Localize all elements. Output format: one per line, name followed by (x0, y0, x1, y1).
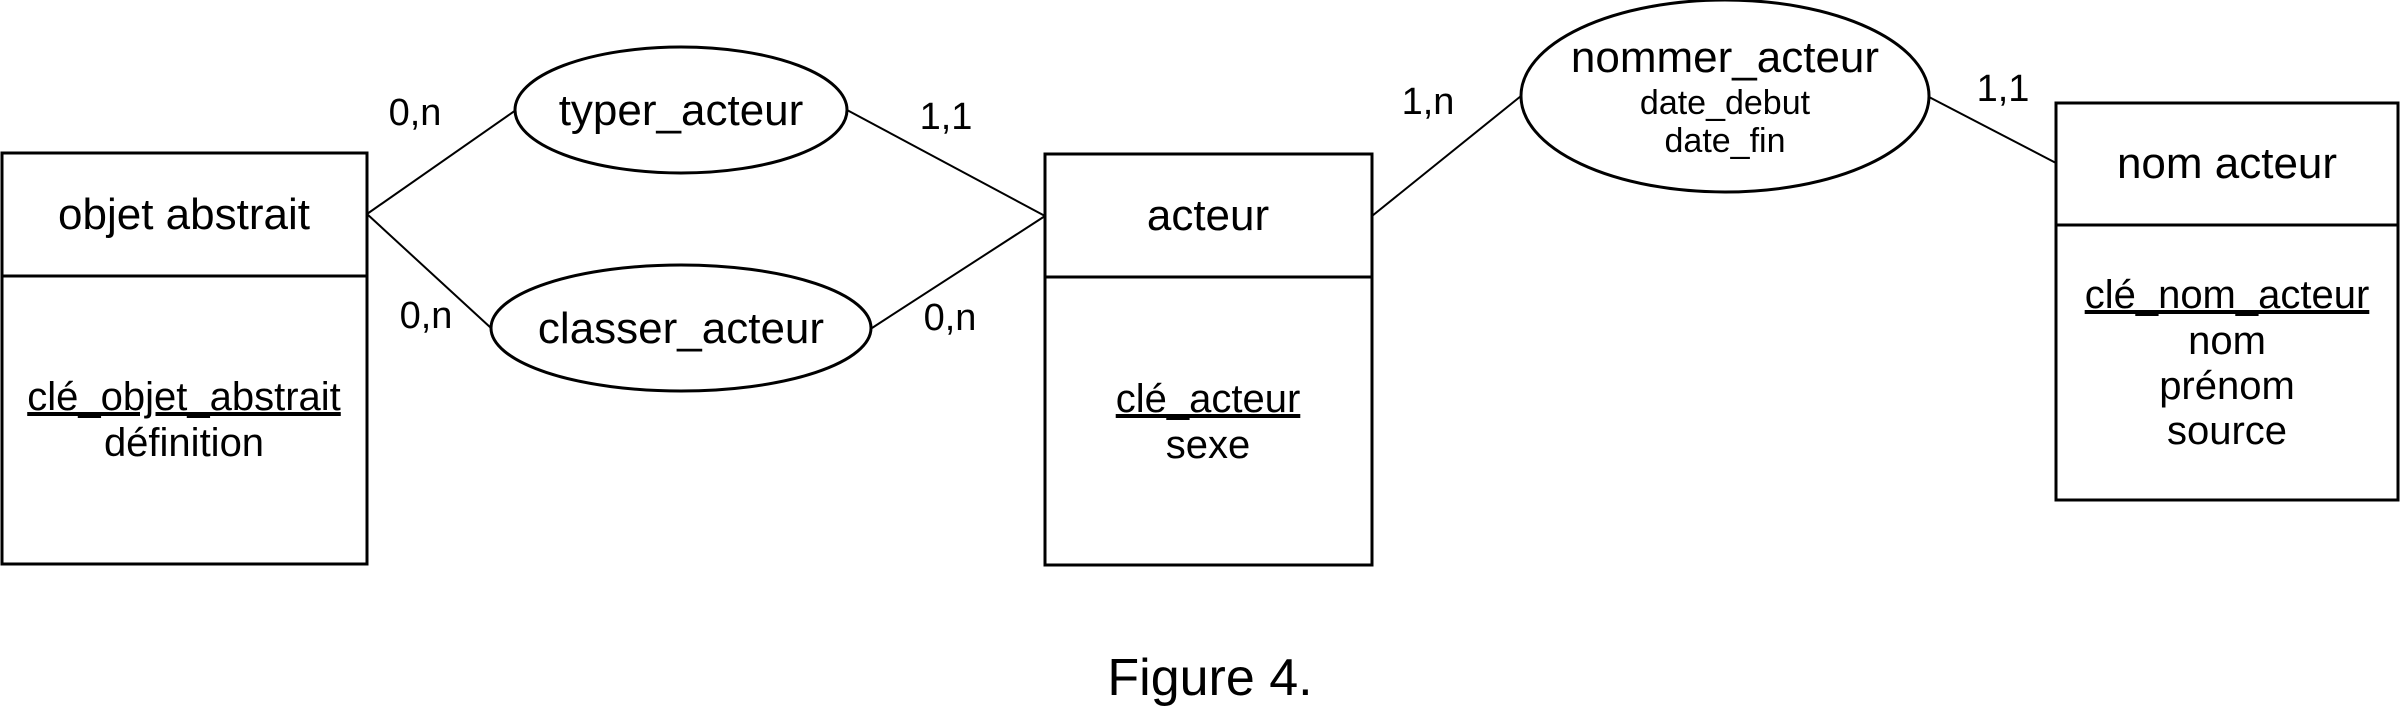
link-objet-typer (366, 109, 517, 215)
cardinality-label: 0,n (400, 295, 453, 337)
entity-title: objet abstrait (58, 190, 310, 239)
cardinality-label: 0,n (389, 92, 442, 134)
entity-box (2054, 101, 2400, 502)
entity-box (0, 151, 369, 566)
link-nommer-nom (1928, 96, 2057, 164)
entity-attribute: définition (104, 421, 264, 465)
cardinality-label: 1,n (1402, 81, 1455, 123)
cardinality-label: 0,n (924, 297, 977, 339)
link-acteur-nommer (1371, 95, 1522, 217)
entity-attribute: prénom (2159, 364, 2295, 408)
relation-name: nommer_acteur (1571, 33, 1879, 82)
relation-name: typer_acteur (559, 86, 804, 135)
relation-name: classer_acteur (538, 304, 824, 353)
entity-acteur: acteur clé_acteur sexe (1043, 152, 1374, 567)
relation-ellipse (489, 263, 873, 393)
relation-attribute: date_fin (1665, 122, 1786, 160)
relation-classer-acteur: classer_acteur (489, 263, 873, 393)
entity-attribute: nom (2188, 319, 2266, 363)
entity-title: acteur (1147, 191, 1269, 240)
entity-nom-acteur: nom acteur clé_nom_acteur nom prénom sou… (2054, 101, 2400, 502)
cardinality-label: 1,1 (920, 96, 973, 138)
entity-key: clé_objet_abstrait (27, 375, 341, 419)
link-typer-acteur (846, 109, 1046, 217)
relation-attribute: date_debut (1640, 84, 1811, 122)
entity-attribute: source (2167, 409, 2287, 453)
entity-key: clé_nom_acteur (2085, 273, 2370, 317)
relation-nommer-acteur: nommer_acteur date_debut date_fin (1519, 0, 1931, 194)
cardinalities: 0,n 1,1 0,n 0,n 1,n 1,1 (389, 68, 2030, 339)
entity-box (1043, 152, 1374, 567)
link-objet-classer (366, 213, 492, 329)
connectors (366, 95, 2057, 329)
relation-ellipse (1519, 0, 1931, 194)
relation-typer-acteur: typer_acteur (513, 45, 849, 175)
figure-caption: Figure 4. (1107, 649, 1312, 707)
entity-attribute: sexe (1166, 423, 1251, 467)
cardinality-label: 1,1 (1977, 68, 2030, 110)
relation-ellipse (513, 45, 849, 175)
link-classer-acteur (871, 215, 1046, 329)
entity-key: clé_acteur (1116, 377, 1301, 421)
entity-title: nom acteur (2117, 139, 2337, 188)
entity-objet-abstrait: objet abstrait clé_objet_abstrait défini… (0, 151, 369, 566)
